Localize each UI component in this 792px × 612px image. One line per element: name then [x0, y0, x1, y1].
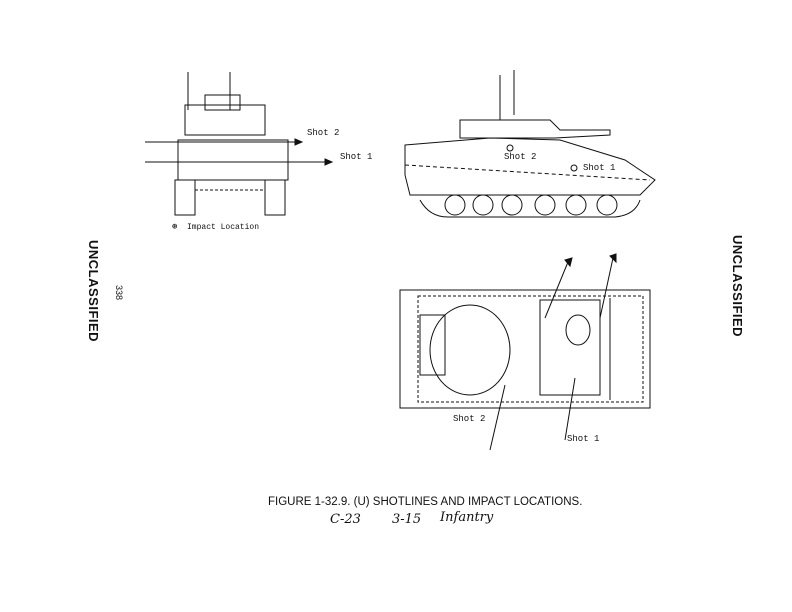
impact-marker-icon [570, 164, 578, 172]
front-shot2-label: Shot 2 [307, 128, 340, 138]
impact-marker-icon [506, 144, 514, 152]
handwritten-ref: C-23 [330, 512, 361, 527]
figure-caption: FIGURE 1-32.9. (U) SHOTLINES AND IMPACT … [268, 496, 583, 508]
top-shot1-line [564, 377, 576, 441]
front-shot1-label: Shot 1 [340, 152, 373, 162]
side-shot2-label: Shot 2 [504, 152, 537, 162]
front-view-drawing [145, 72, 334, 216]
impact-legend-label: Impact Location [187, 223, 260, 232]
top-shot2-line [489, 384, 506, 451]
top-shot2-label: Shot 2 [453, 414, 486, 424]
arrow-icon [609, 253, 617, 264]
road-wheels [444, 194, 618, 216]
side-view-drawing [404, 70, 656, 218]
handwritten-num: 3-15 [392, 512, 422, 527]
side-shot1-label: Shot 1 [583, 163, 616, 173]
top-view-drawing [399, 253, 651, 451]
arrow-icon [324, 158, 334, 166]
impact-location-icon: ⊛ [172, 222, 178, 232]
handwritten-unit: Infantry [440, 510, 494, 525]
arrow-icon [294, 138, 304, 146]
arrow-icon [564, 257, 573, 268]
top-shot1-label: Shot 1 [567, 434, 600, 444]
